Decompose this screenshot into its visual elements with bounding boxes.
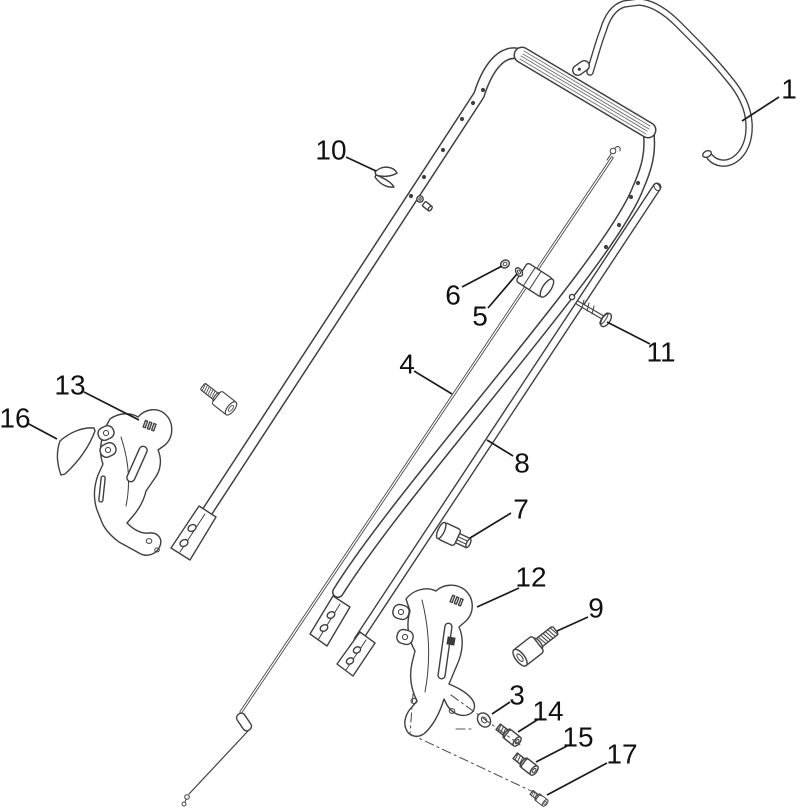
callout-17: 17 <box>606 739 637 770</box>
leader-8 <box>486 439 514 457</box>
leader-13 <box>83 391 140 421</box>
callout-14: 14 <box>532 696 563 727</box>
handle-grip <box>513 46 657 139</box>
left-handle-bracket <box>93 409 173 556</box>
leader-15 <box>535 745 568 763</box>
callout-8: 8 <box>514 448 530 479</box>
left-leg-end-plate <box>170 505 217 561</box>
leader-11 <box>606 321 651 345</box>
callout-7: 7 <box>513 494 529 525</box>
callout-13: 13 <box>54 370 85 401</box>
washer-5 <box>514 267 524 277</box>
leader-6 <box>461 265 503 288</box>
callout-16: 16 <box>0 403 31 434</box>
leg-fastener <box>416 195 433 212</box>
control-bail-bar <box>572 0 753 167</box>
leader-3 <box>491 701 511 715</box>
wedge-plate <box>56 427 96 476</box>
left-bracket-bolt <box>197 379 240 418</box>
cable-clip <box>374 166 398 188</box>
control-cable <box>181 146 621 807</box>
upper-handle <box>170 46 657 647</box>
callout-15: 15 <box>562 722 593 753</box>
leader-12 <box>476 587 520 608</box>
lower-handle-tube <box>336 182 662 677</box>
socket-head-bolt <box>509 621 563 670</box>
bail-mount-tab <box>572 60 590 76</box>
callout-6: 6 <box>445 280 461 311</box>
callout-9: 9 <box>588 593 604 624</box>
leader-5 <box>487 273 518 309</box>
handle-bolt-11 <box>568 293 613 328</box>
leader-17 <box>546 762 608 796</box>
handle-studs <box>408 87 641 250</box>
callout-10: 10 <box>315 135 346 166</box>
callout-3: 3 <box>509 680 525 711</box>
callout-1: 1 <box>781 74 797 105</box>
flat-washer <box>476 712 492 728</box>
leader-7 <box>469 512 512 539</box>
leader-1 <box>741 96 780 122</box>
cable-top-z-fitting <box>606 146 621 161</box>
callout-11: 11 <box>646 337 675 368</box>
shoulder-bolt-15 <box>511 750 541 778</box>
cable-ferrule <box>235 712 253 732</box>
callout-4: 4 <box>399 349 415 380</box>
callout-12: 12 <box>515 562 546 593</box>
leader-14 <box>517 719 538 733</box>
leader-4 <box>413 370 453 395</box>
assembly-axis-lines <box>409 693 545 798</box>
nut <box>499 259 511 269</box>
right-handle-bracket <box>392 584 476 737</box>
callout-5: 5 <box>472 301 488 332</box>
leader-10 <box>345 156 377 172</box>
leader-16 <box>26 422 58 440</box>
cable-end-fitting <box>435 521 472 549</box>
callout-labels: 1 3 4 5 6 7 8 9 10 11 12 13 14 15 16 17 <box>0 74 797 770</box>
leader-9 <box>556 616 589 632</box>
right-leg-end-plate <box>309 595 351 647</box>
leader-lines <box>26 96 780 796</box>
cable-bottom-z-fitting <box>181 794 190 807</box>
